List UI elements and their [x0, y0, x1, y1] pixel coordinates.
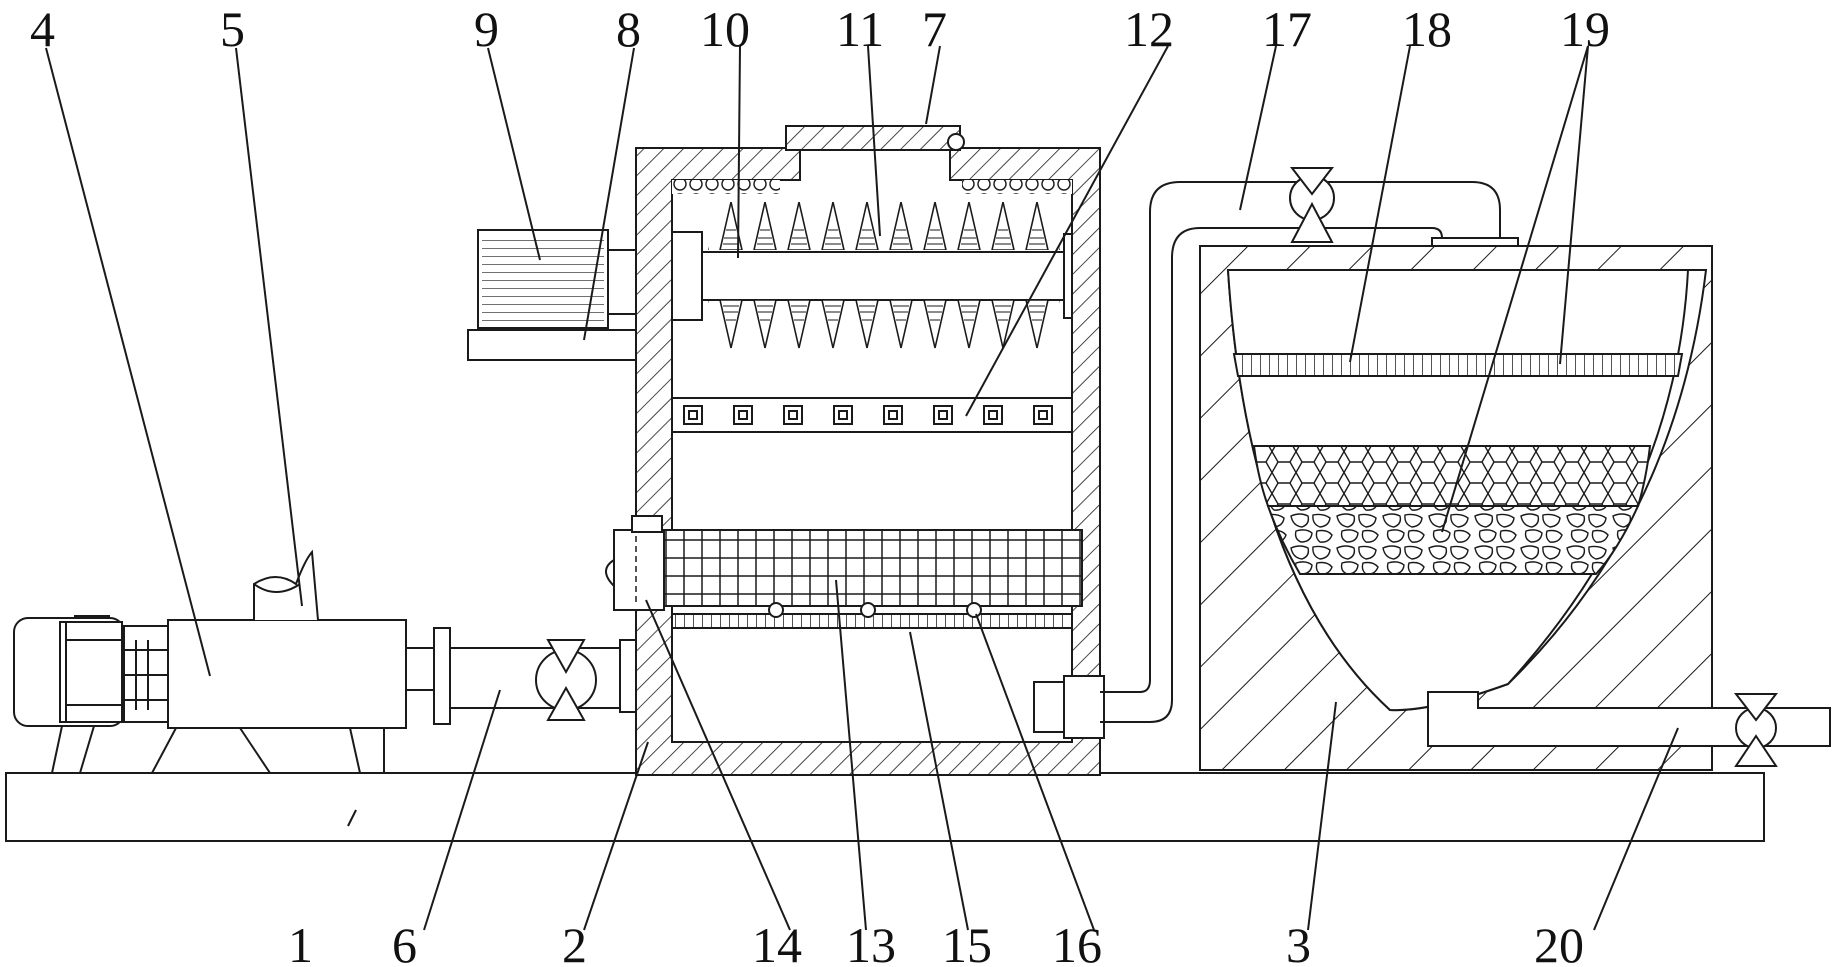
- label-13: 13: [846, 917, 896, 967]
- treatment-tank: [467, 125, 1105, 776]
- label-14: 14: [752, 917, 802, 967]
- label-7: 7: [922, 1, 947, 57]
- label-2: 2: [562, 917, 587, 967]
- label-15: 15: [942, 917, 992, 967]
- label-4: 4: [30, 1, 55, 57]
- label-11: 11: [836, 1, 884, 57]
- label-9: 9: [474, 1, 499, 57]
- label-12: 12: [1124, 1, 1174, 57]
- leader-lines: [45, 45, 1679, 931]
- label-6: 6: [392, 917, 417, 967]
- pump-assembly: [13, 549, 407, 774]
- label-17: 17: [1262, 1, 1312, 57]
- label-3: 3: [1286, 917, 1311, 967]
- filter-tank: [1199, 245, 1831, 771]
- label-19: 19: [1560, 1, 1610, 57]
- label-10: 10: [700, 1, 750, 57]
- perforated-plate: [683, 405, 1053, 425]
- label-16: 16: [1052, 917, 1102, 967]
- part-labels: 4 5 9 8 10 11 7 12 17 18 19 1 6 2 14 13 …: [30, 1, 1610, 967]
- label-1: 1: [288, 917, 313, 967]
- base-plate: [5, 772, 1765, 842]
- label-5: 5: [220, 1, 245, 57]
- label-18: 18: [1402, 1, 1452, 57]
- label-20: 20: [1534, 917, 1584, 967]
- label-8: 8: [616, 1, 641, 57]
